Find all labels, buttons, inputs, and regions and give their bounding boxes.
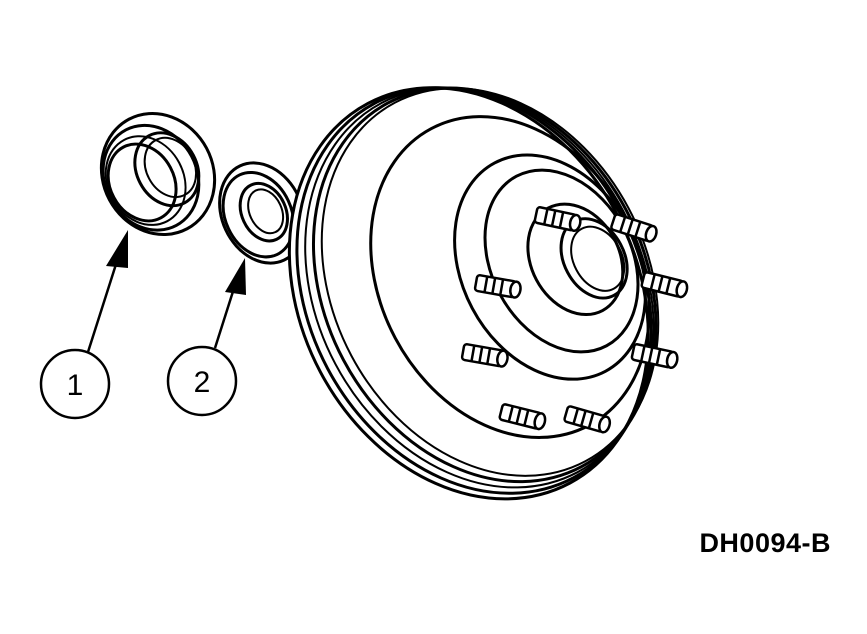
arrowhead-2 — [225, 258, 246, 295]
callout-1-label: 1 — [67, 369, 84, 402]
wheel-stud — [630, 343, 679, 370]
hub-rotor — [287, 86, 660, 501]
wheel-stud — [640, 271, 689, 299]
figure-id: DH0094-B — [699, 528, 831, 558]
arrowhead-1 — [106, 230, 128, 268]
wheel-stud — [473, 273, 522, 299]
wheel-stud — [460, 342, 509, 368]
grease-seal — [99, 111, 217, 237]
callout-1: 1 — [39, 230, 128, 420]
wheel-stud — [533, 206, 582, 233]
callout-2: 2 — [166, 258, 246, 417]
wheel-stud — [498, 403, 547, 431]
wheel-stud — [563, 405, 612, 434]
wheel-stud — [610, 213, 658, 243]
bearing-cone — [218, 161, 306, 265]
callout-2-label: 2 — [194, 366, 211, 399]
wheel-studs — [460, 206, 689, 434]
